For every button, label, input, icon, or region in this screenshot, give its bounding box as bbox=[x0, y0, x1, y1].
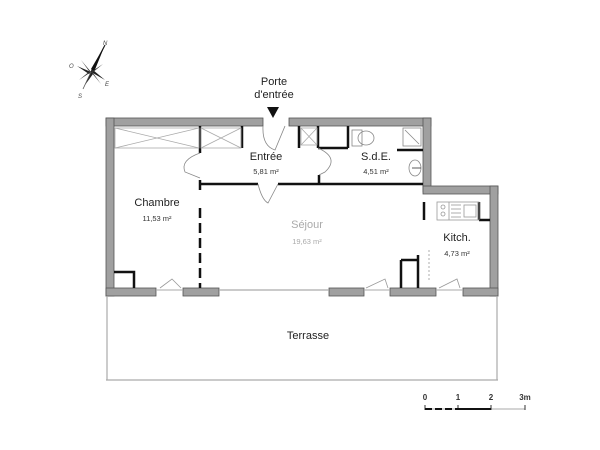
room-name-chambre: Chambre bbox=[134, 197, 180, 209]
room-area-sde: 4,51 m² bbox=[363, 167, 389, 176]
room-area-sejour: 19,63 m² bbox=[292, 237, 322, 246]
compass-rose-icon bbox=[77, 44, 106, 90]
terrace-outline bbox=[106, 296, 498, 381]
room-name-terrasse: Terrasse bbox=[286, 330, 330, 342]
interior-partitions bbox=[114, 126, 490, 288]
room-name-entree: Entrée bbox=[249, 151, 283, 163]
doors bbox=[183, 125, 332, 204]
compass-south-label: S bbox=[78, 94, 83, 100]
scale-tick-2: 2 bbox=[488, 393, 494, 402]
entrance-label-line1: Porte bbox=[260, 76, 288, 88]
scale-tick-0: 0 bbox=[422, 393, 428, 402]
room-name-kitchen: Kitch. bbox=[443, 232, 471, 244]
scale-tick-1: 1 bbox=[455, 393, 461, 402]
entrance-label-line2: d'entrée bbox=[254, 89, 294, 101]
room-name-sejour: Séjour bbox=[291, 219, 323, 231]
bathroom-fixtures bbox=[351, 127, 422, 177]
room-area-kitchen: 4,73 m² bbox=[444, 249, 470, 258]
scale-bar bbox=[424, 405, 526, 410]
room-area-chambre: 11,53 m² bbox=[142, 214, 172, 223]
compass-north-label: N bbox=[103, 41, 108, 47]
entrance-arrow-icon bbox=[267, 107, 279, 118]
compass-east-label: E bbox=[105, 82, 110, 88]
entrance-label: Porte d'entrée bbox=[254, 76, 293, 102]
kitchen-fixtures bbox=[428, 201, 480, 280]
exterior-walls bbox=[105, 117, 499, 297]
compass-west-label: O bbox=[69, 64, 74, 70]
scale-tick-3: 3m bbox=[519, 393, 531, 402]
wardrobes bbox=[114, 127, 318, 149]
room-area-entree: 5,81 m² bbox=[253, 167, 279, 176]
room-name-sde: S.d.E. bbox=[361, 151, 391, 163]
